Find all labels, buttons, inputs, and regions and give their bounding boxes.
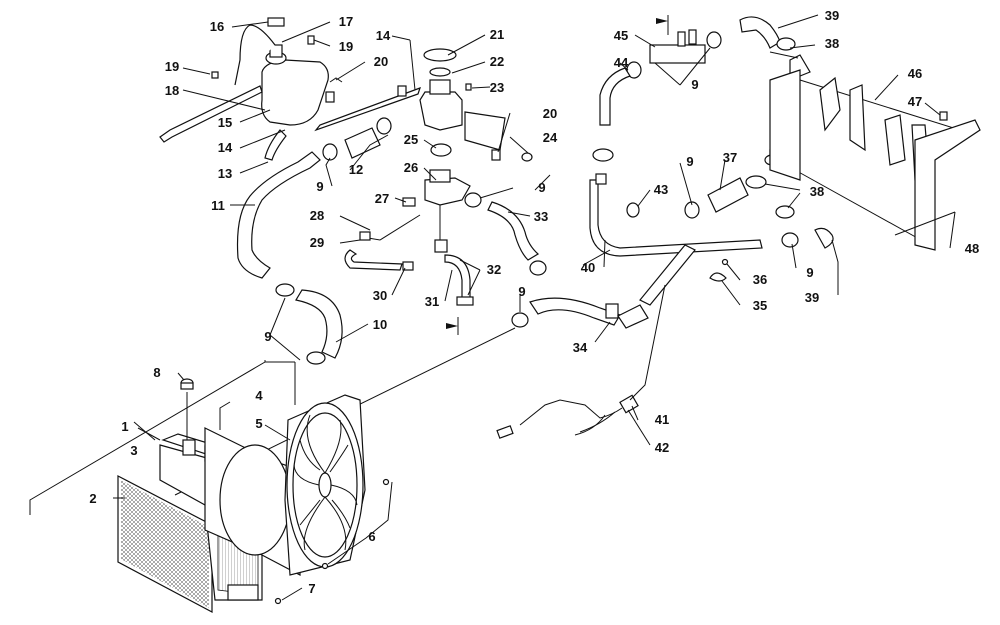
callout-38-upper: 38 [825,36,839,51]
callout-21: 21 [490,27,504,42]
callout-2: 2 [89,491,96,506]
callout-1: 1 [121,419,128,434]
spring-clamp [626,202,640,218]
callout-9-exchanger: 9 [806,265,813,280]
callout-11: 11 [211,198,225,213]
callout-45: 45 [614,28,628,43]
thermostat-outlet-hose [444,254,474,306]
bypass-hose [344,127,381,159]
callout-18: 18 [165,83,179,98]
callout-22: 22 [490,54,504,69]
tee-fitting [649,29,706,64]
callout-46: 46 [908,66,922,81]
callout-35: 35 [753,298,767,313]
callout-24: 24 [543,130,558,145]
callout-31: 31 [425,294,439,309]
callout-43: 43 [654,182,668,197]
callout-9-bypass: 9 [316,179,323,194]
hose-clamps [275,31,799,365]
callout-29: 29 [310,235,324,250]
callout-39-lower: 39 [805,290,819,305]
callout-9-housing: 9 [538,180,545,195]
callout-27: 27 [375,191,389,206]
overflow-hoses [264,85,421,161]
callout-9-radiator: 9 [264,329,271,344]
callout-25: 25 [404,132,418,147]
callout-38-lower: 38 [810,184,824,199]
callout-7: 7 [308,581,315,596]
callout-23: 23 [490,80,504,95]
callout-20-tank: 20 [374,54,388,69]
thermostat-housing [402,48,533,253]
callout-44: 44 [614,55,629,70]
callout-28: 28 [310,208,324,223]
callout-13: 13 [218,166,232,181]
callout-16: 16 [210,19,224,34]
callout-leaders [113,14,956,601]
bleed-hose [344,214,421,271]
coolant-reservoir [159,17,343,143]
callout-34: 34 [573,340,588,355]
callout-labels: 1 2 3 4 5 6 7 8 9 9 9 9 9 9 9 10 11 12 1… [89,8,979,596]
callout-9-long: 9 [686,154,693,169]
hose-bracket [709,258,729,282]
callout-26: 26 [404,160,418,175]
callout-37: 37 [723,150,737,165]
upper-coolant-hose [599,67,631,126]
callout-39-upper: 39 [825,8,839,23]
callout-33: 33 [534,209,548,224]
callout-14-lower: 14 [218,140,233,155]
callout-14-upper: 14 [376,28,391,43]
callout-9-return: 9 [518,284,525,299]
heat-exchanger [769,54,981,251]
callout-42: 42 [655,440,669,455]
callout-3: 3 [130,443,137,458]
callout-30: 30 [373,288,387,303]
callout-12: 12 [349,162,363,177]
callout-6: 6 [368,529,375,544]
callout-9-upper: 9 [691,77,698,92]
fan-shroud [204,427,301,576]
callout-47: 47 [908,94,922,109]
cooling-fan [284,394,366,576]
callout-41: 41 [655,412,669,427]
callout-5: 5 [255,416,262,431]
upper-radiator-hose [236,151,321,279]
callout-19-left: 19 [165,59,179,74]
parts-artwork [29,15,981,613]
callout-4: 4 [255,388,263,403]
callout-15: 15 [218,115,232,130]
radiator-core [117,475,213,613]
lower-radiator-hose [295,289,343,359]
tunnel-hose-upper [739,16,796,51]
callout-32: 32 [487,262,501,277]
callout-19-right: 19 [339,39,353,54]
return-hose [529,297,649,329]
callout-48: 48 [965,241,979,256]
long-coolant-hose [589,173,763,306]
callout-20-housing: 20 [543,106,557,121]
callout-36: 36 [753,272,767,287]
callout-8: 8 [153,365,160,380]
callout-40: 40 [581,260,595,275]
radiator-cap [180,378,194,440]
flow-arrows [446,15,669,335]
fan-mount-screws [274,478,390,605]
callout-17: 17 [339,14,353,29]
temperature-sensor [496,284,666,439]
heater-hose [487,201,540,261]
callout-10: 10 [373,317,387,332]
